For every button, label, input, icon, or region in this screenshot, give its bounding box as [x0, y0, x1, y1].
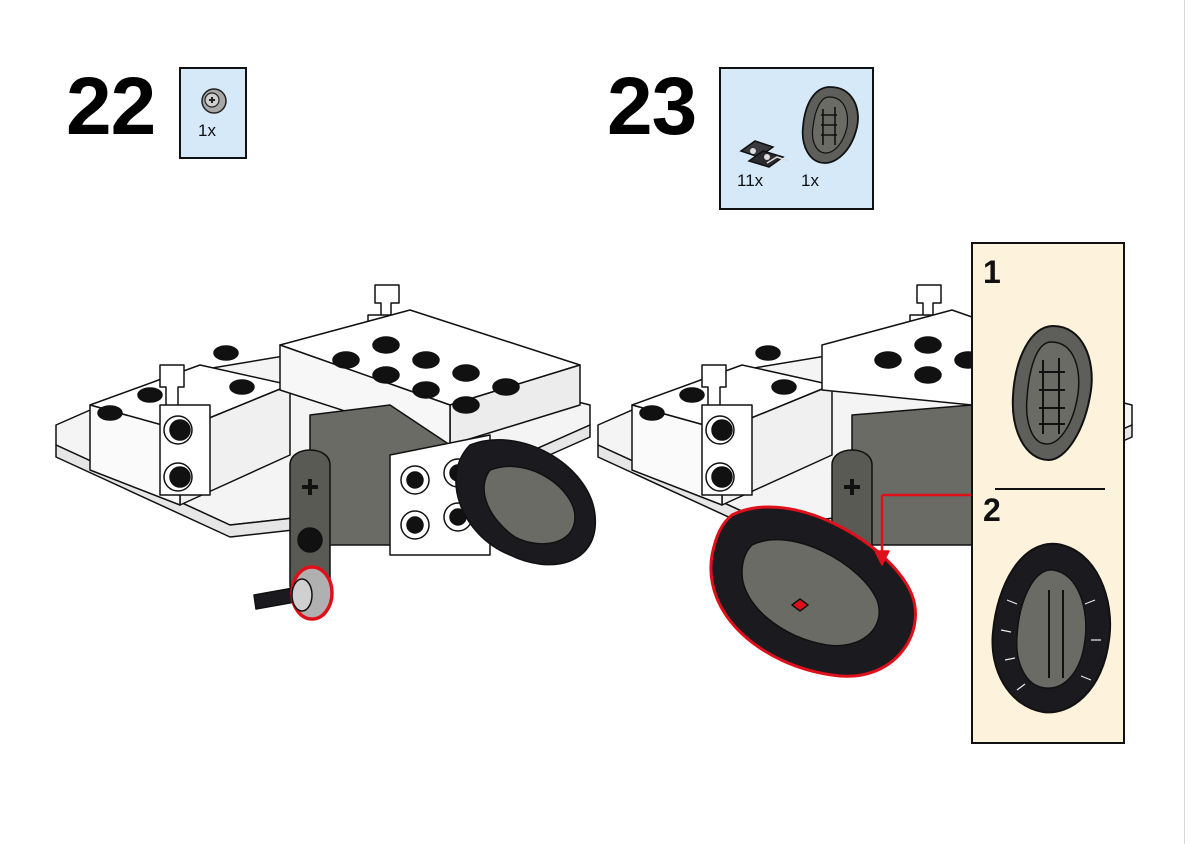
step-number-22: 22 — [66, 61, 156, 152]
step-number-23: 23 — [607, 61, 697, 152]
part-qty: 1x — [198, 121, 216, 140]
sub-assembly-callout: 1 2 — [971, 242, 1125, 744]
sprocket-wheel-illustration — [1011, 324, 1093, 462]
parts-list-step-23: 11x 1x — [719, 67, 874, 210]
page-edge-line — [1184, 0, 1185, 844]
tread-link-icon — [739, 140, 790, 168]
tread-wheel-illustration — [991, 542, 1112, 714]
sprocket-wheel-icon — [801, 86, 859, 164]
model-illustration-step-22 — [55, 284, 596, 621]
bush-half-icon — [201, 88, 227, 114]
substep-number-1: 1 — [983, 254, 1001, 290]
parts-list-step-22: 1x — [179, 67, 247, 159]
part-qty: 11x — [737, 171, 764, 190]
substep-number-2: 2 — [983, 492, 1001, 528]
part-qty: 1x — [801, 171, 819, 190]
callout-divider — [995, 488, 1105, 490]
